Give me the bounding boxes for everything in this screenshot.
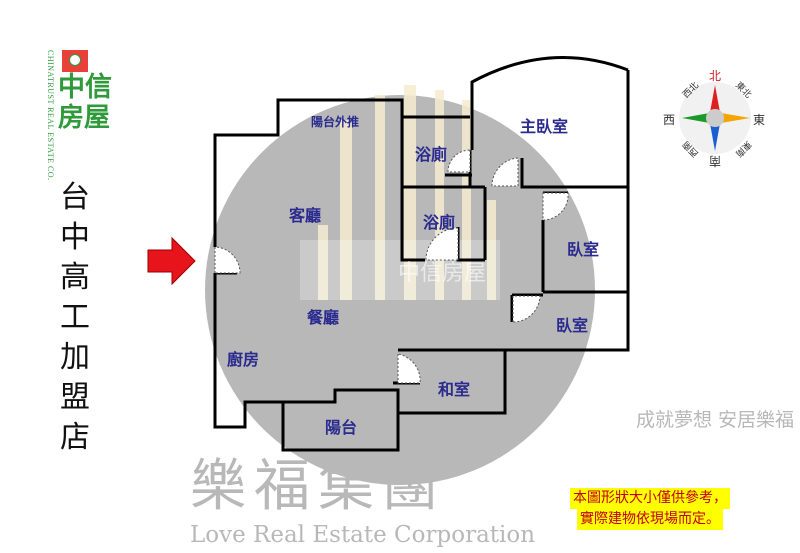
watermark-columns xyxy=(318,85,496,300)
room-tatami: 和室 xyxy=(438,380,471,399)
watermark-brand: 中信房屋 xyxy=(398,261,487,286)
room-balcony-ext: 陽台外推 xyxy=(311,115,360,129)
store-char: 加 xyxy=(60,340,90,375)
store-char: 中 xyxy=(60,220,90,255)
walls xyxy=(213,56,630,452)
compass-north: 北 xyxy=(709,69,722,83)
compass: 北 東 南 西 西北 東北 西南 東南 xyxy=(663,65,766,168)
compass-west: 西 xyxy=(663,113,676,127)
watermark-english: Love Real Estate Corporation xyxy=(190,522,536,548)
store-char: 工 xyxy=(60,300,90,335)
room-bath1: 浴廁 xyxy=(415,145,448,164)
disclaimer-note: 本圖形狀大小僅供參考， 實際建物依現場而定。 xyxy=(570,488,730,530)
logo-text-2: 房屋 xyxy=(58,103,111,133)
note-line-2: 實際建物依現場而定。 xyxy=(577,509,723,530)
room-master: 主臥室 xyxy=(520,117,569,136)
compass-south: 南 xyxy=(709,154,722,168)
watermark-circle xyxy=(205,95,595,485)
store-char: 高 xyxy=(60,260,90,295)
door-swings xyxy=(214,149,569,384)
arrow-icon xyxy=(147,236,196,286)
room-bath2: 浴廁 xyxy=(423,213,456,232)
room-bedroom2: 臥室 xyxy=(567,240,600,259)
room-balcony: 陽台 xyxy=(325,418,358,437)
logo-mark xyxy=(62,50,88,72)
room-kitchen: 廚房 xyxy=(227,350,260,369)
logo-english-text: CHINATRUST REAL ESTATE CO. xyxy=(46,50,55,181)
watermark-box xyxy=(300,240,500,300)
note-line-1: 本圖形狀大小僅供參考， xyxy=(570,488,730,509)
logo-text-1: 中信 xyxy=(58,72,112,103)
watermark-title: 樂福集團 xyxy=(190,454,446,519)
room-bedroom3: 臥室 xyxy=(556,316,589,335)
compass-east: 東 xyxy=(753,113,766,127)
compass-rose-icon xyxy=(679,82,751,154)
store-char: 台 xyxy=(60,180,90,215)
watermark-slogan: 成就夢想 安居樂福 xyxy=(636,409,795,431)
room-living: 客廳 xyxy=(289,206,322,225)
room-dining: 餐廳 xyxy=(307,308,340,327)
store-char: 店 xyxy=(60,420,90,455)
store-char: 盟 xyxy=(60,380,90,415)
store-name: 台 中 高 工 加 盟 店 xyxy=(58,178,92,458)
